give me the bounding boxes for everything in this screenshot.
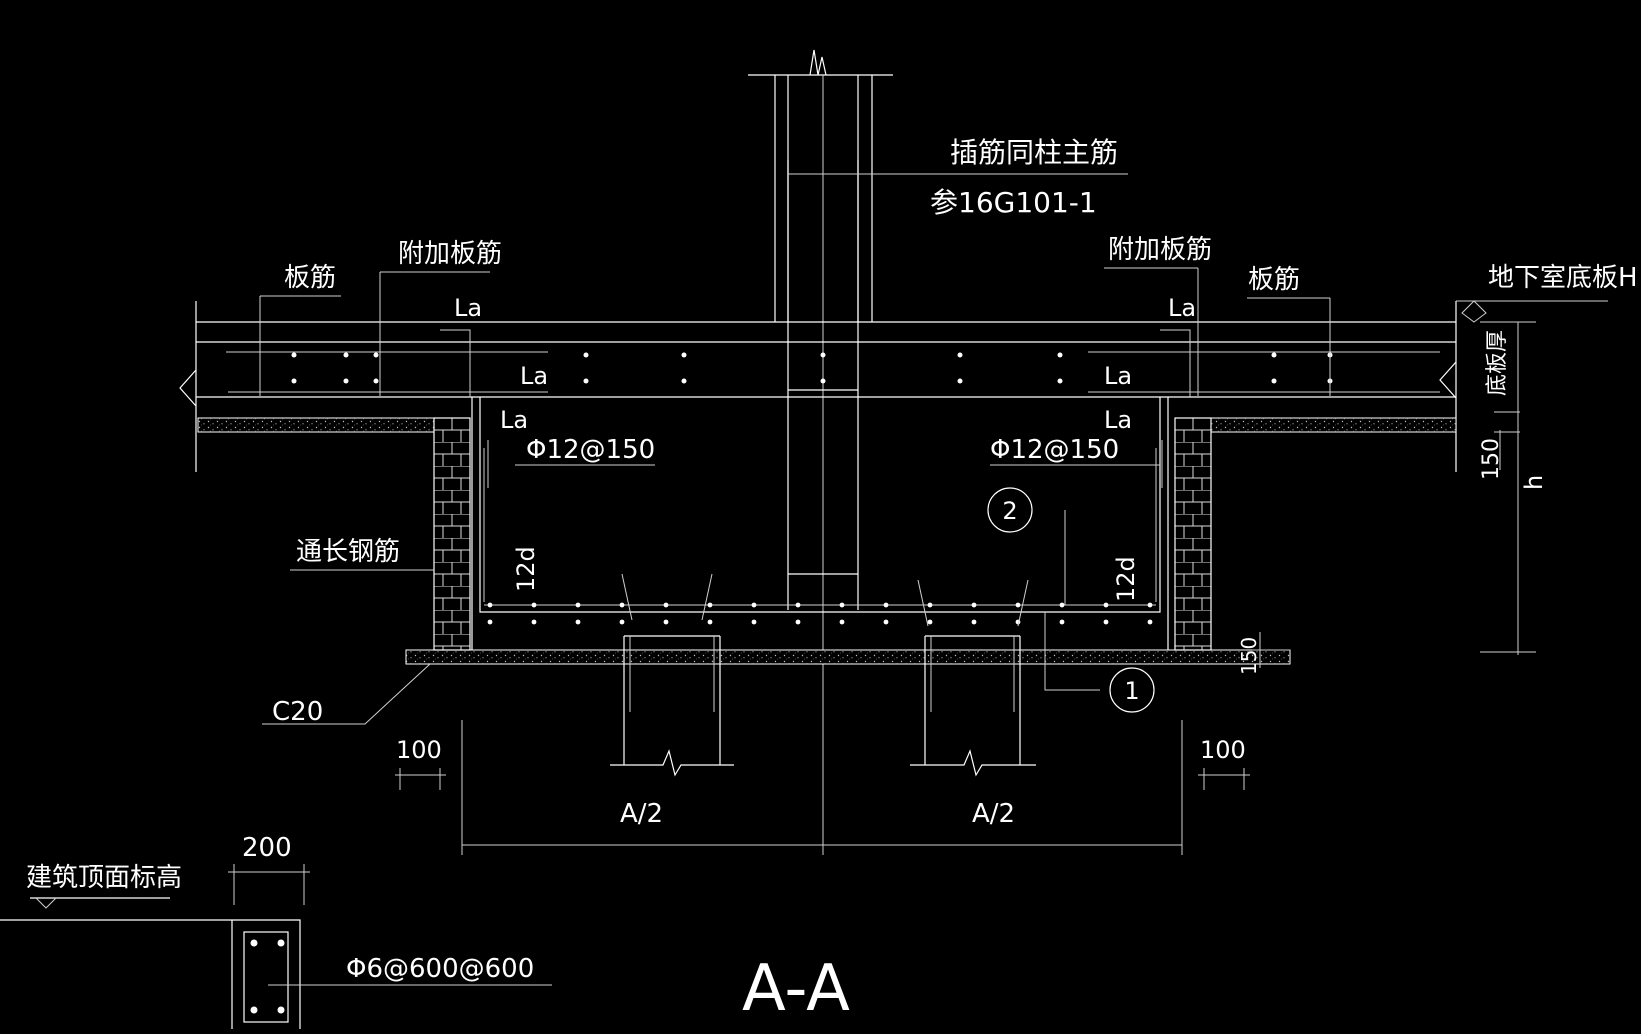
- pit-outline: [471, 397, 1169, 650]
- label-la-6: La: [1104, 406, 1132, 434]
- rebar-dot: [575, 619, 581, 625]
- rebar-dot: [663, 619, 669, 625]
- rebar-dot: [1103, 619, 1109, 625]
- label-continuous-bar: 通长钢筋: [296, 537, 400, 567]
- label-dim-h: h: [1520, 475, 1548, 490]
- label-dim-a2-left: A/2: [620, 799, 663, 829]
- label-roof-level: 建筑顶面标高: [26, 863, 182, 893]
- rebar-dot: [839, 619, 845, 625]
- label-dowel-ref: 参16G101-1: [930, 186, 1097, 219]
- rebar-dot: [751, 602, 757, 608]
- rebar-dot: [1147, 602, 1153, 608]
- rebar-dot: [927, 602, 933, 608]
- rebar-dot: [707, 602, 713, 608]
- callout-number-1: 1: [1124, 677, 1139, 705]
- label-la-5: La: [1104, 362, 1132, 390]
- rebar-dot: [531, 602, 537, 608]
- leader-lines: [259, 173, 1608, 725]
- label-extra-bar-right: 附加板筋: [1108, 235, 1212, 265]
- label-slab-bar-right: 板筋: [1248, 265, 1300, 295]
- rebar-dot: [619, 619, 625, 625]
- label-slab-thick: 底板厚: [1485, 330, 1510, 396]
- rebar-dot: [971, 619, 977, 625]
- callouts: [987, 487, 1155, 713]
- callout-circle-2: [987, 487, 1033, 533]
- brick-walls: [433, 417, 1212, 651]
- label-tie-bar: Φ6@600@600: [346, 954, 534, 984]
- label-la-1: La: [454, 294, 482, 322]
- rebar-dot: [839, 602, 845, 608]
- label-hook-left: 12d: [512, 546, 540, 592]
- label-la-2: La: [520, 362, 548, 390]
- rebar-dot: [619, 602, 625, 608]
- label-hook-right: 12d: [1112, 556, 1140, 602]
- rebar-dot: [1059, 602, 1065, 608]
- label-dim-150-right: 150: [1479, 438, 1504, 480]
- label-dim-200: 200: [242, 833, 292, 863]
- pit-rebar-dots: [487, 602, 1153, 625]
- rebar-dot: [1059, 619, 1065, 625]
- rebar-dot: [575, 602, 581, 608]
- label-dim-150-bottom: 150: [1237, 637, 1261, 675]
- callout-number-2: 2: [1002, 497, 1017, 525]
- label-extra-bar-left: 附加板筋: [398, 239, 502, 269]
- rebar-dot: [1015, 602, 1021, 608]
- section-title: A-A: [742, 952, 850, 1026]
- label-dim-a2-right: A/2: [972, 799, 1015, 829]
- piles: [610, 573, 1036, 777]
- column: [748, 49, 893, 855]
- rebar-dot: [751, 619, 757, 625]
- rebar-dot: [487, 619, 493, 625]
- rebar-dot: [971, 602, 977, 608]
- label-la-4: La: [1168, 294, 1196, 322]
- rebar-dot: [927, 619, 933, 625]
- label-rebar-left: Φ12@150: [526, 435, 655, 465]
- label-dowel: 插筋同柱主筋: [950, 136, 1118, 169]
- rebar-dot: [1147, 619, 1153, 625]
- rebar-dot: [531, 619, 537, 625]
- text-labels: 插筋同柱主筋 参16G101-1 板筋 附加板筋 附加板筋 板筋 地下室底板H …: [26, 136, 1638, 1026]
- label-concrete: C20: [272, 697, 323, 727]
- label-dim-100-right: 100: [1200, 736, 1246, 764]
- label-slab-bar-left: 板筋: [284, 263, 336, 293]
- slab: [179, 301, 1457, 472]
- rebar-dot: [663, 602, 669, 608]
- label-la-3: La: [500, 406, 528, 434]
- ring-beam-detail: [0, 897, 552, 1029]
- rebar-dot: [795, 602, 801, 608]
- label-basement-slab: 地下室底板H: [1488, 263, 1638, 293]
- slab-rebar-dots: [291, 352, 1333, 384]
- rebar-dot: [795, 619, 801, 625]
- dimension-lines: [228, 632, 1290, 905]
- rebar-dot: [1103, 602, 1109, 608]
- label-rebar-right: Φ12@150: [990, 435, 1119, 465]
- rebar-dot: [883, 602, 889, 608]
- rebar-dot: [883, 619, 889, 625]
- rebar-dot: [707, 619, 713, 625]
- rebar-dot: [487, 602, 493, 608]
- cushion-layers: [197, 417, 1457, 665]
- callout-circle-1: [1109, 667, 1155, 713]
- label-dim-100-left: 100: [396, 736, 442, 764]
